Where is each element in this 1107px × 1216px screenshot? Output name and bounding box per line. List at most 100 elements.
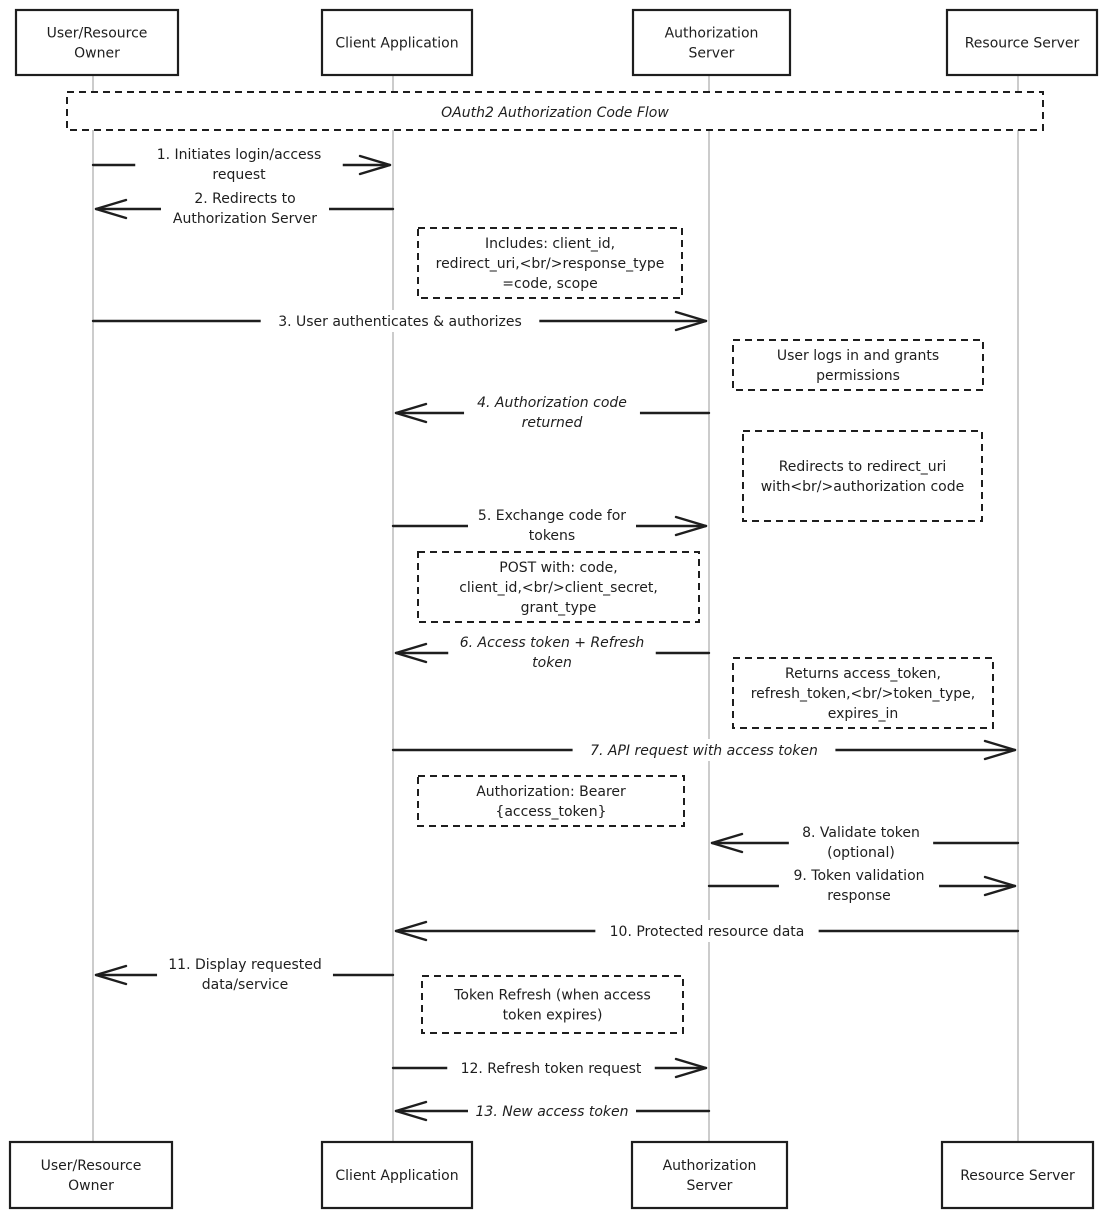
message-10-label-line-1: 10. Protected resource data [610, 924, 805, 940]
message-7: 7. API request with access token [391, 739, 1017, 761]
note-2-text-line-2: permissions [816, 368, 900, 384]
messages: 1. Initiates login/access request 2. Redir… [91, 143, 1020, 1122]
note-5-text-line-2: refresh_token,<br/>token_type, [751, 686, 976, 702]
message-6-label-line-1: 6. Access token + Refresh [460, 635, 645, 651]
note-box-2 [732, 339, 984, 391]
message-11-label-line-2: data/service [202, 977, 288, 993]
message-8-label-line-1: 8. Validate token [802, 825, 920, 841]
note-5-text-line-1: Returns access_token, [785, 666, 941, 682]
note-4-text-line-1: POST with: code, [499, 560, 617, 576]
note-5: Returns access_token, refresh_token,<br/>… [732, 657, 994, 729]
message-1: 1. Initiates login/access request [91, 143, 392, 185]
participant-box-auth-bottom [630, 1140, 789, 1210]
message-5: 5. Exchange code for tokens [391, 504, 708, 546]
note-6-text-line-1: Authorization: Bearer [476, 784, 626, 800]
message-1-label-line-2: request [212, 167, 266, 183]
note-1-text-line-3: =code, scope [502, 276, 597, 292]
message-12: 12. Refresh token request [391, 1057, 708, 1079]
message-7-label-line-1: 7. API request with access token [590, 743, 818, 759]
participant-label-client-top-line-1: Client Application [335, 36, 458, 52]
message-8: 8. Validate token(optional) [710, 821, 1020, 863]
message-11: 11. Display requested data/service [94, 953, 395, 995]
note-box-3 [742, 430, 983, 522]
note-7-text-line-2: token expires) [503, 1008, 603, 1024]
participant-box-user-bottom [8, 1140, 174, 1210]
message-6-label-line-2: token [532, 655, 572, 671]
message-2-arrowhead-icon [94, 198, 128, 220]
message-4-label-line-1: 4. Authorization code [477, 395, 627, 411]
notes: Includes: client_id,redirect_uri,<br/>re… [417, 227, 994, 1034]
message-8-label-bg [788, 821, 934, 863]
message-12-arrowhead-icon [674, 1057, 708, 1079]
message-10-arrowhead-icon [394, 920, 428, 942]
participant-box-auth-top [631, 8, 792, 77]
note-4-text-line-2: client_id,<br/>client_secret, [459, 580, 658, 596]
message-13-label-line-1: 13. New access token [476, 1104, 629, 1120]
note-3-text-line-1: Redirects to redirect_uri [779, 459, 947, 475]
message-9-arrowhead-icon [983, 875, 1017, 897]
message-12-label-bg [447, 1057, 655, 1079]
note-4-text-line-3: grant_type [521, 600, 597, 616]
participant-client-bottom: Client Application [320, 1140, 474, 1210]
message-11-arrowhead-icon [94, 964, 128, 986]
note-box-5 [732, 657, 994, 729]
note-box-4 [417, 551, 700, 623]
note-2-text-line-1: User logs in and grants [777, 348, 939, 364]
note-4: POST with: code, client_id,<br/>client_se… [417, 551, 700, 623]
message-2-label-bg [161, 187, 329, 229]
message-1-label-line-1: 1. Initiates login/access [157, 147, 322, 163]
note-3: Redirects to redirect_uri with<br/>author… [742, 430, 983, 522]
message-9-label-line-2: response [827, 888, 891, 904]
title-note-text: OAuth2 Authorization Code Flow [441, 105, 669, 121]
message-5-label-line-1: 5. Exchange code for [478, 508, 626, 524]
participant-label-auth-top-line-1: Authorization [665, 26, 759, 42]
note-3-text-line-2: with<br/>authorization code [761, 479, 965, 495]
note-box-7 [421, 975, 684, 1034]
participant-client-top: Client Application [320, 8, 474, 77]
message-12-label-line-1: 12. Refresh token request [461, 1061, 642, 1077]
message-1-arrowhead-icon [358, 154, 392, 176]
message-7-label-bg [572, 739, 836, 761]
message-7-arrowhead-icon [983, 739, 1017, 761]
participant-box-user-top [14, 8, 180, 77]
message-3-label-line-1: 3. User authenticates & authorizes [278, 314, 522, 330]
message-4-arrowhead-icon [394, 402, 428, 424]
lifelines [92, 75, 1019, 1142]
participant-label-user-bottom-line-2: Owner [68, 1178, 114, 1194]
message-5-arrowhead-icon [674, 515, 708, 537]
participant-label-user-top-line-1: User/Resource [47, 26, 148, 42]
participant-label-user-top-line-2: Owner [74, 46, 120, 62]
note-1: Includes: client_id,redirect_uri,<br/>re… [417, 227, 683, 299]
message-9-label-bg [778, 864, 940, 906]
message-13: 13. New access token [394, 1100, 711, 1122]
participant-resource-top: Resource Server [945, 8, 1099, 77]
participant-label-auth-top-line-2: Server [689, 46, 735, 62]
participant-resource-bottom: Resource Server [940, 1140, 1095, 1210]
message-13-label-bg [468, 1100, 636, 1122]
title-note-box [66, 91, 1044, 131]
message-3-arrowhead-icon [674, 310, 708, 332]
message-5-label-line-2: tokens [529, 528, 575, 544]
participant-boxes: User/ResourceOwnerUser/ResourceOwnerClie… [8, 8, 1099, 1210]
participant-label-auth-bottom-line-2: Server [687, 1178, 733, 1194]
message-8-arrowhead-icon [710, 832, 744, 854]
note-box-1 [417, 227, 683, 299]
participant-label-auth-bottom-line-1: Authorization [663, 1158, 757, 1174]
message-1-label-bg [135, 143, 343, 185]
participant-label-resource-bottom-line-1: Resource Server [960, 1168, 1075, 1184]
message-11-label-line-1: 11. Display requested [168, 957, 322, 973]
note-6-text-line-2: {access_token} [495, 804, 606, 820]
note-1-text-line-2: redirect_uri,<br/>response_type [436, 256, 665, 272]
participant-label-client-bottom-line-1: Client Application [335, 1168, 458, 1184]
participant-box-client-bottom [320, 1140, 474, 1210]
message-3-label-bg [260, 310, 540, 332]
